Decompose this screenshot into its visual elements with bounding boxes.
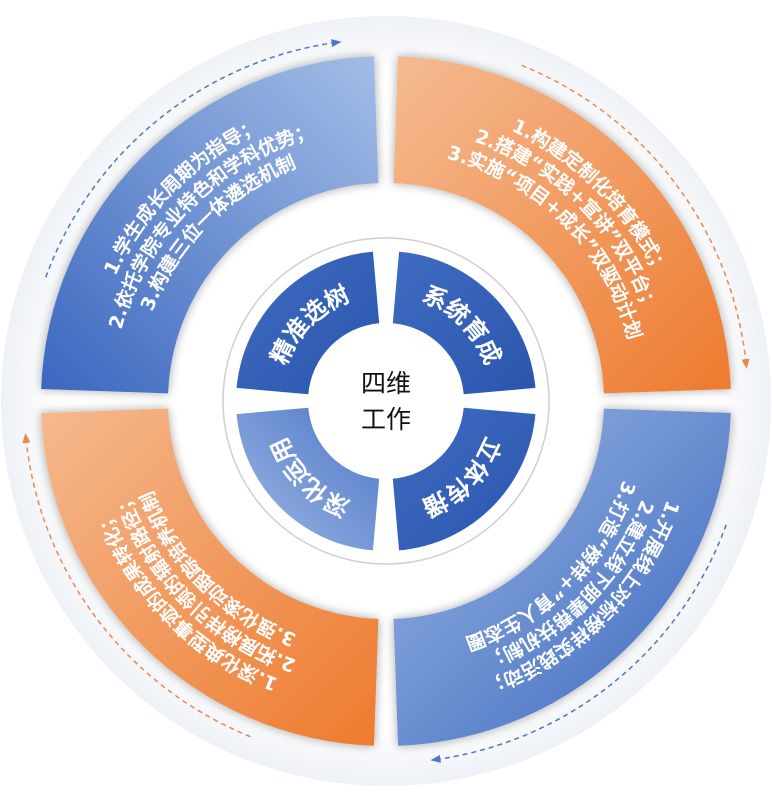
segment-top-right (392, 251, 536, 395)
cycle-arrow-bottom-left (25, 438, 251, 738)
center-title-line1: 四维 (361, 369, 411, 398)
band-bottom-right (393, 408, 731, 746)
band-bottom-left (41, 408, 379, 746)
arrowhead-icon (331, 39, 342, 48)
cycle-arrows (22, 39, 750, 763)
segment-top-left (236, 251, 380, 395)
arrowhead-icon (22, 432, 31, 444)
center-disc (313, 328, 459, 474)
cycle-arrow-top-left (45, 41, 336, 278)
arrowhead-icon (741, 358, 750, 370)
segment-bottom-right (392, 407, 536, 551)
center-title-line2: 工作 (361, 405, 411, 434)
cycle-arrow-bottom-right (436, 524, 727, 761)
band-top-right (393, 56, 731, 394)
cycle-arrow-top-right (521, 64, 747, 364)
band-top-left (41, 56, 379, 394)
segment-bottom-left (236, 407, 380, 551)
arrowhead-icon (430, 754, 441, 763)
outer-bands: 1.学生成长周期为指导；2.依托学院专业特色和学科优势；3.构建三位一体遴选机制… (41, 56, 731, 746)
